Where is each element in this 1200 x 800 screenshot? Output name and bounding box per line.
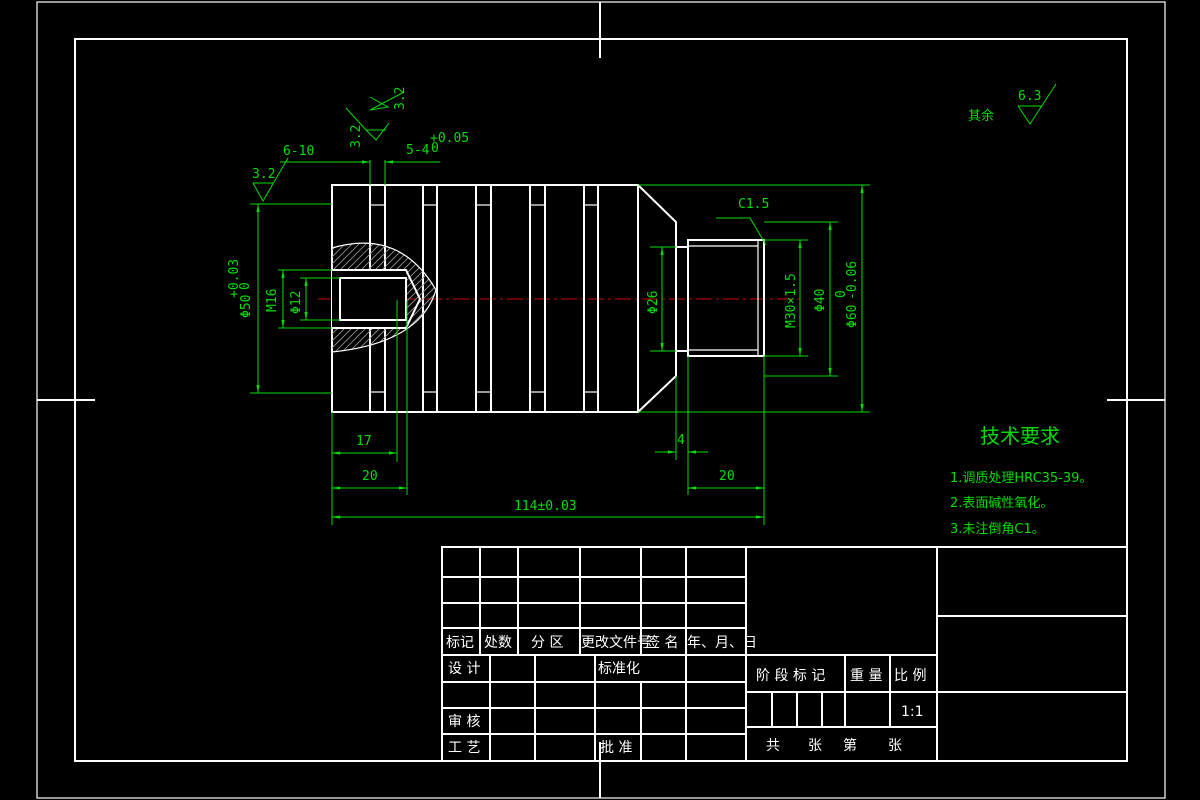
dim-groove-tol-upper: +0.05 xyxy=(430,131,469,146)
tech-requirements: 技术要求 1.调质处理HRC35-39。 2.表面碱性氧化。 3.未注倒角C1。 xyxy=(950,424,1092,537)
dim-d60: Φ60 xyxy=(845,305,860,328)
roughness-other-value: 6.3 xyxy=(1018,89,1041,104)
dim-d60-tol-lower: -0.06 xyxy=(845,261,860,300)
dimension-labels: Φ50 +0.03 0 M16 Φ12 Φ26 M30×1.5 Φ40 Φ60 … xyxy=(227,87,1041,514)
tb-standard: 标准化 xyxy=(598,661,640,677)
dim-m16: M16 xyxy=(265,289,280,312)
tb-process: 工 艺 xyxy=(448,740,480,756)
dim-d50-tol-lower: 0 xyxy=(238,282,253,290)
dim-d12: Φ12 xyxy=(289,291,304,314)
tb-col-count: 处数 xyxy=(484,635,512,651)
tb-col-zone: 分 区 xyxy=(531,635,563,651)
tb-review: 审 核 xyxy=(448,714,480,730)
tb-stage-mark: 阶 段 标 记 xyxy=(756,668,825,684)
dim-len-17: 17 xyxy=(356,434,372,449)
tech-item-2: 2.表面碱性氧化。 xyxy=(950,496,1053,511)
tb-col-mark: 标记 xyxy=(446,635,474,651)
roughness-top-a: 3.2 xyxy=(349,125,364,148)
tb-sheet-no: 第 xyxy=(843,737,857,754)
dim-d50-tol-upper: +0.03 xyxy=(227,259,242,298)
tech-item-3: 3.未注倒角C1。 xyxy=(950,522,1045,537)
dim-groove-tol-lower: 0 xyxy=(431,141,439,156)
tb-scale-value: 1:1 xyxy=(901,704,924,720)
dim-d26: Φ26 xyxy=(646,291,661,314)
dim-chamfer: C1.5 xyxy=(738,197,769,212)
roughness-other-label: 其余 xyxy=(968,108,994,124)
tb-sheets-total: 共 xyxy=(766,738,780,754)
tb-sheets-word: 张 xyxy=(808,738,822,754)
dim-m30: M30×1.5 xyxy=(784,273,799,328)
dim-d60-tol-upper: 0 xyxy=(834,290,849,298)
dim-len-20-right: 20 xyxy=(719,469,735,484)
tech-item-1: 1.调质处理HRC35-39。 xyxy=(950,471,1092,486)
tb-design: 设 计 xyxy=(448,661,480,677)
dim-len-4: 4 xyxy=(677,433,685,448)
dim-groove-5-4: 5-4 xyxy=(406,143,430,158)
tb-col-doc: 更改文件号 xyxy=(581,635,651,651)
dimensions xyxy=(250,160,870,525)
sheet-frame xyxy=(36,1,1166,799)
dim-d50: Φ50 xyxy=(239,295,254,318)
tb-sheet-word: 张 xyxy=(888,738,902,754)
part-outline xyxy=(331,184,765,413)
roughness-symbols xyxy=(252,83,1057,203)
dim-d40: Φ40 xyxy=(813,289,828,312)
tb-scale-label: 比 例 xyxy=(894,668,926,684)
tb-approve: 批 准 xyxy=(600,740,632,756)
tech-title: 技术要求 xyxy=(980,424,1060,448)
tb-col-sign: 签 名 xyxy=(646,634,678,651)
dim-groove-6-10: 6-10 xyxy=(283,144,314,159)
dim-len-total: 114±0.03 xyxy=(514,499,577,514)
tb-weight: 重 量 xyxy=(850,668,882,684)
roughness-left: 3.2 xyxy=(252,167,275,182)
tb-col-date: 年、月、日 xyxy=(687,635,757,651)
roughness-top-b: 3.2 xyxy=(393,87,408,110)
title-block: 标记 处数 分 区 更改文件号 签 名 年、月、日 设 计 标准化 审 核 工 … xyxy=(441,546,1128,762)
dim-len-20-left: 20 xyxy=(362,469,378,484)
